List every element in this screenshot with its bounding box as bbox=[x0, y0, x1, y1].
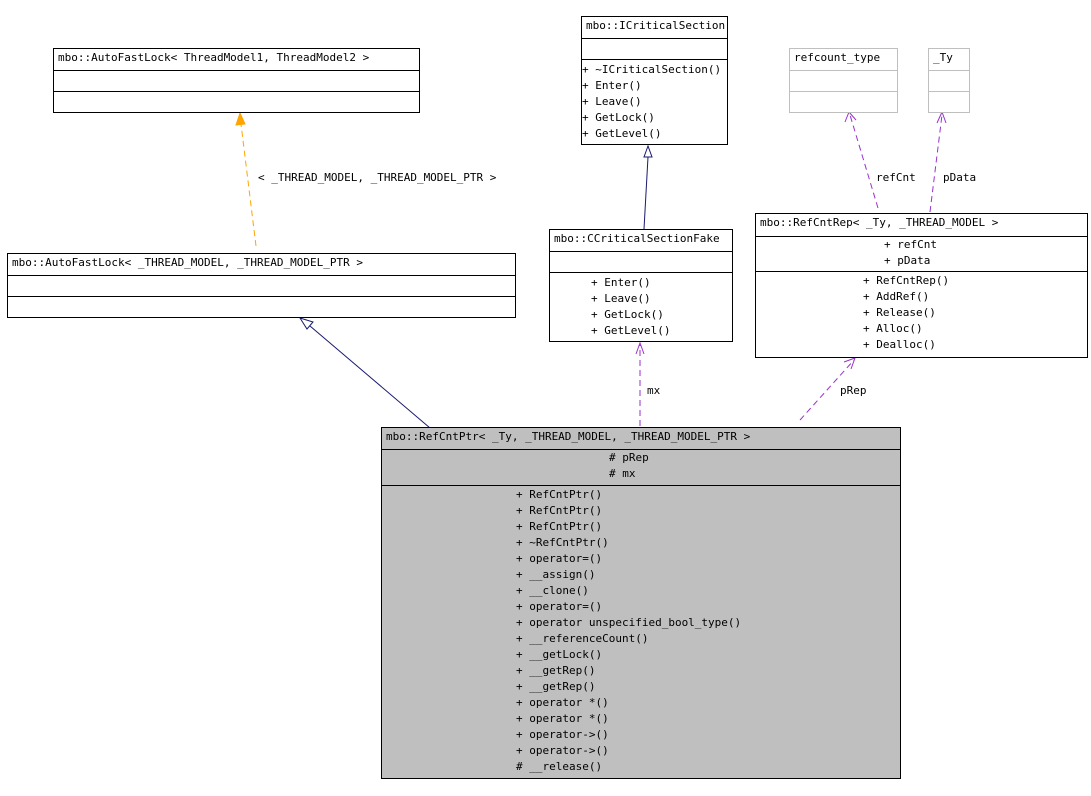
usage-edge-mx bbox=[635, 341, 645, 426]
method-item: + operator->() bbox=[516, 744, 609, 757]
class-refcount-type[interactable]: refcount_type bbox=[789, 48, 898, 113]
class-name: mbo::RefCntRep< _Ty, _THREAD_MODEL > bbox=[756, 214, 1087, 237]
method-release: + Release() bbox=[863, 306, 936, 319]
edge-label-refcnt: refCnt bbox=[876, 171, 916, 184]
attribute-pdata: + pData bbox=[884, 254, 931, 267]
attributes-section bbox=[929, 71, 969, 92]
method-alloc: + Alloc() bbox=[863, 322, 923, 335]
attributes-section bbox=[54, 71, 419, 92]
method-refcntrep: + RefCntRep() bbox=[863, 274, 950, 287]
methods-section bbox=[54, 92, 419, 112]
method-item: + __getRep() bbox=[516, 680, 596, 693]
methods-section: + ~ICriticalSection() + Enter() + Leave(… bbox=[582, 60, 727, 142]
edge-label-pdata: pData bbox=[943, 171, 977, 184]
methods-section bbox=[790, 92, 897, 112]
method-dealloc: + Dealloc() bbox=[863, 338, 936, 351]
method-leave: + Leave() bbox=[582, 95, 642, 108]
method-getlevel: + GetLevel() bbox=[591, 324, 671, 337]
method-item: + operator *() bbox=[516, 696, 609, 709]
inheritance-edge-icriticalsection bbox=[643, 144, 653, 230]
edge-label-prep: pRep bbox=[840, 384, 867, 397]
method-item: + operator=() bbox=[516, 600, 603, 613]
attributes-section: # pRep # mx bbox=[382, 450, 900, 486]
attributes-section: + refCnt + pData bbox=[756, 237, 1087, 272]
method-item: + operator *() bbox=[516, 712, 609, 725]
class-name: mbo::RefCntPtr< _Ty, _THREAD_MODEL, _THR… bbox=[382, 428, 900, 450]
usage-edge-pdata bbox=[929, 110, 947, 213]
method-item: + __referenceCount() bbox=[516, 632, 649, 645]
template-binding-label: < _THREAD_MODEL, _THREAD_MODEL_PTR > bbox=[258, 171, 497, 184]
methods-section bbox=[929, 92, 969, 112]
method-getlock: + GetLock() bbox=[591, 308, 664, 321]
method-item: # __release() bbox=[516, 760, 603, 773]
class-autofastlock-instance[interactable]: mbo::AutoFastLock< _THREAD_MODEL, _THREA… bbox=[7, 253, 516, 318]
method-item: + operator->() bbox=[516, 728, 609, 741]
method-getlock: + GetLock() bbox=[582, 111, 655, 124]
class-ty[interactable]: _Ty bbox=[928, 48, 970, 113]
class-icriticalsection[interactable]: mbo::ICriticalSection + ~ICriticalSectio… bbox=[581, 16, 728, 145]
class-name: mbo::AutoFastLock< ThreadModel1, ThreadM… bbox=[54, 49, 419, 71]
method-item: + __getRep() bbox=[516, 664, 596, 677]
class-name: mbo::ICriticalSection bbox=[582, 17, 727, 39]
template-binding-edge bbox=[235, 111, 257, 247]
methods-section: + RefCntPtr() + RefCntPtr() + RefCntPtr(… bbox=[382, 486, 900, 775]
method-item: + operator=() bbox=[516, 552, 603, 565]
method-enter: + Enter() bbox=[591, 276, 651, 289]
method-item: + __getLock() bbox=[516, 648, 603, 661]
usage-edge-prep bbox=[799, 357, 856, 421]
method-item: + __assign() bbox=[516, 568, 596, 581]
class-ccriticalsectionfake[interactable]: mbo::CCriticalSectionFake + Enter() + Le… bbox=[549, 229, 733, 342]
attribute-mx: # mx bbox=[609, 467, 636, 480]
class-name: _Ty bbox=[929, 49, 969, 71]
method-addref: + AddRef() bbox=[863, 290, 930, 303]
class-refcntptr[interactable]: mbo::RefCntPtr< _Ty, _THREAD_MODEL, _THR… bbox=[381, 427, 901, 779]
attributes-section bbox=[582, 39, 727, 60]
method-item: + operator unspecified_bool_type() bbox=[516, 616, 742, 629]
methods-section: + Enter() + Leave() + GetLock() + GetLev… bbox=[550, 273, 732, 339]
class-refcntrep[interactable]: mbo::RefCntRep< _Ty, _THREAD_MODEL > + r… bbox=[755, 213, 1088, 358]
method-enter: + Enter() bbox=[582, 79, 642, 92]
method-item: + RefCntPtr() bbox=[516, 520, 603, 533]
method-getlevel: + GetLevel() bbox=[582, 127, 662, 140]
usage-edge-refcnt bbox=[844, 111, 879, 209]
class-name: mbo::AutoFastLock< _THREAD_MODEL, _THREA… bbox=[8, 254, 515, 276]
method-destructor: + ~ICriticalSection() bbox=[582, 63, 722, 76]
method-item: + RefCntPtr() bbox=[516, 488, 603, 501]
attributes-section bbox=[550, 252, 732, 273]
method-item: + __clone() bbox=[516, 584, 589, 597]
edge-label-mx: mx bbox=[647, 384, 661, 397]
attributes-section bbox=[790, 71, 897, 92]
attribute-prep: # pRep bbox=[609, 451, 649, 464]
class-name: mbo::CCriticalSectionFake bbox=[550, 230, 732, 252]
method-item: + RefCntPtr() bbox=[516, 504, 603, 517]
class-autofastlock-template[interactable]: mbo::AutoFastLock< ThreadModel1, ThreadM… bbox=[53, 48, 420, 113]
methods-section: + RefCntRep() + AddRef() + Release() + A… bbox=[756, 272, 1087, 353]
class-name: refcount_type bbox=[790, 49, 897, 71]
method-item: + ~RefCntPtr() bbox=[516, 536, 609, 549]
inheritance-edge-autofastlock bbox=[298, 317, 431, 429]
attributes-section bbox=[8, 276, 515, 297]
methods-section bbox=[8, 297, 515, 317]
method-leave: + Leave() bbox=[591, 292, 651, 305]
attribute-refcnt: + refCnt bbox=[884, 238, 937, 251]
